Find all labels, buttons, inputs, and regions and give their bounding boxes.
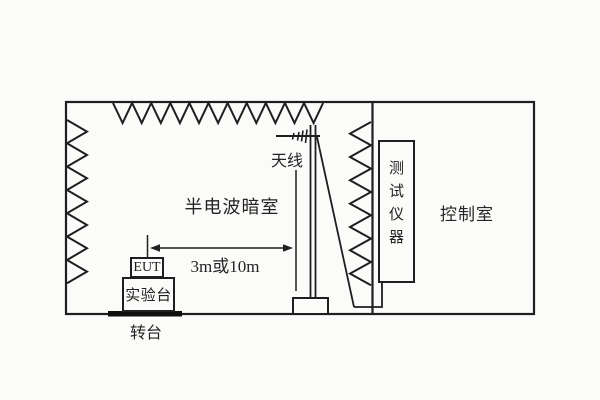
test-instrument-char: 测 xyxy=(388,161,404,177)
ceiling-absorbers-icon xyxy=(112,100,325,126)
antenna-element-tick xyxy=(296,131,300,141)
turntable-label: 转台 xyxy=(129,325,162,342)
test-instrument-char: 器 xyxy=(388,230,404,246)
distance-label: 3m或10m xyxy=(190,257,260,276)
left-wall-absorbers-icon xyxy=(65,119,89,285)
test-table-box: 实验台 xyxy=(122,277,175,312)
antenna-label: 天线 xyxy=(270,153,303,170)
antenna-element-tick xyxy=(291,132,295,140)
antenna-element-tick xyxy=(304,129,308,144)
test-instrument-box: 测 试 仪 器 xyxy=(378,140,415,283)
eut-label: EUT xyxy=(133,259,161,275)
eut-box: EUT xyxy=(130,257,164,278)
right-wall-absorbers-icon xyxy=(347,121,374,287)
test-instrument-char: 仪 xyxy=(388,207,404,223)
antenna-feed-cable xyxy=(316,136,355,308)
antenna-mast-base xyxy=(292,297,329,315)
semi-anechoic-chamber-label: 半电波暗室 xyxy=(184,197,280,217)
control-room-label: 控制室 xyxy=(440,205,494,224)
antenna-element-tick xyxy=(300,130,304,142)
dimension-arrowhead-left-icon xyxy=(150,244,160,252)
turntable-bar xyxy=(108,311,182,317)
test-table-label: 实验台 xyxy=(125,288,172,304)
test-instrument-char: 试 xyxy=(388,184,404,200)
dimension-arrowhead-right-icon xyxy=(283,244,293,252)
